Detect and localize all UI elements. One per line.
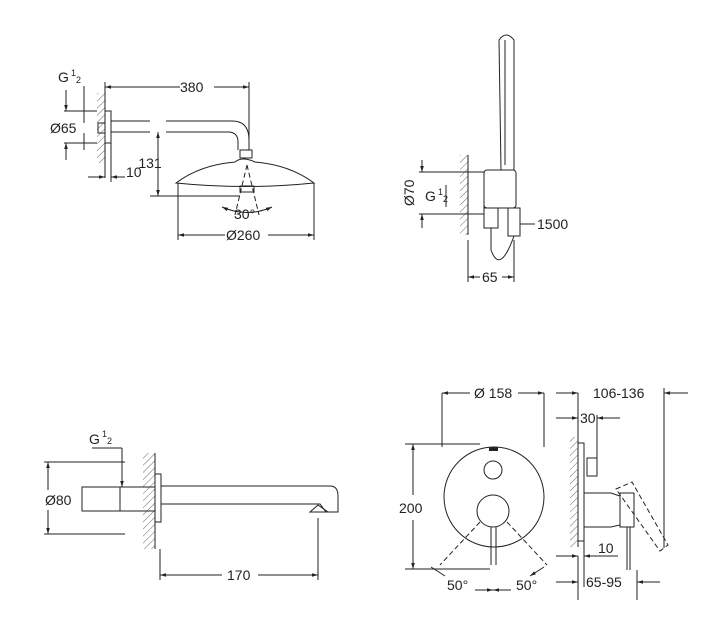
thread-num: 1 <box>438 187 443 197</box>
thread-den: 2 <box>443 194 448 204</box>
length-dim: 170 <box>227 567 251 583</box>
depth-range-dim: 106-136 <box>593 385 645 401</box>
hose-length-dim: 1500 <box>537 216 568 232</box>
plate-depth-dim: 30 <box>580 410 596 426</box>
wall-gap-dim: 10 <box>598 540 614 556</box>
thread-num: 1 <box>102 429 107 439</box>
lever <box>490 527 497 565</box>
flange-diameter-dim: Ø70 <box>401 179 417 206</box>
flange-diameter-dim: Ø65 <box>50 120 77 136</box>
head-shower-drawing: G 1 2 380 Ø65 10 131 30° Ø260 <box>50 68 316 243</box>
wall-outlet <box>467 171 485 215</box>
spout-pipe <box>81 486 156 512</box>
plate-diameter-dim: Ø 158 <box>474 385 512 401</box>
mixer-drawing: Ø 158 106-136 30 200 10 50° 50° 65-95 <box>399 385 688 600</box>
thread-den: 2 <box>76 75 81 85</box>
height-dim: 200 <box>399 500 423 516</box>
install-range-dim: 65-95 <box>586 574 622 590</box>
holder <box>483 169 517 209</box>
arm-length-dim: 380 <box>180 79 204 95</box>
lever-hub <box>476 494 510 528</box>
wall-gap-dim: 10 <box>126 164 142 180</box>
thread-den: 2 <box>107 436 112 446</box>
height-dim: 131 <box>138 155 162 171</box>
wall-hatch <box>97 93 105 163</box>
wall-flange <box>104 110 112 144</box>
projection-dim: 65 <box>482 269 498 285</box>
hand-shower-drawing: Ø70 G 1 2 1500 65 <box>401 34 568 285</box>
diameter-dim: Ø80 <box>45 492 72 508</box>
spout-body <box>160 485 339 513</box>
angle-left-dim: 50° <box>447 577 468 593</box>
cover-plate <box>443 446 545 548</box>
spray-angle-dim: 30° <box>234 206 255 222</box>
thread-num: 1 <box>71 68 76 78</box>
hand-shower <box>498 34 515 171</box>
angle-right-dim: 50° <box>516 577 537 593</box>
diverter-knob <box>483 460 503 480</box>
thread-label: G <box>89 431 100 447</box>
thread-label: G <box>425 188 436 204</box>
shower-arm <box>111 120 250 150</box>
head-diameter-dim: Ø260 <box>226 227 260 243</box>
thread-label: G <box>58 69 69 85</box>
spout-drawing: G 1 2 Ø80 170 <box>44 429 339 583</box>
mixer-body <box>584 492 621 528</box>
hose <box>490 228 515 261</box>
